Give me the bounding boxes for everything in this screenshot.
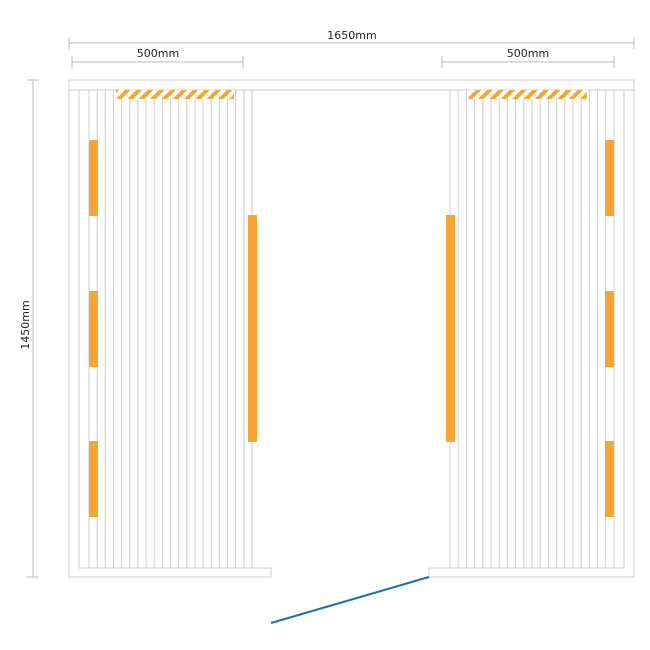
left-bench xyxy=(88,90,253,568)
wall-top xyxy=(68,79,635,91)
backrest-icon xyxy=(469,90,587,99)
door-icon xyxy=(270,576,430,624)
heater-icon xyxy=(89,441,98,517)
dimension-total-width-label: 1650mm xyxy=(327,29,376,42)
dimension-left-bench: 500mm xyxy=(71,47,244,68)
dimension-total-width: 1650mm xyxy=(68,29,635,49)
heater-icon xyxy=(446,215,455,442)
dimension-right-bench-label: 500mm xyxy=(507,47,549,60)
heater-icon xyxy=(605,441,614,517)
dimension-height-label: 1450mm xyxy=(19,300,32,349)
outer-walls xyxy=(68,79,635,578)
heaters xyxy=(89,140,614,517)
backrest-icon xyxy=(116,90,234,99)
heater-icon xyxy=(248,215,257,442)
heater-icon xyxy=(605,291,614,367)
wall-left xyxy=(68,80,272,578)
dimension-right-bench: 500mm xyxy=(441,47,615,68)
right-bench xyxy=(449,90,615,568)
heater-icon xyxy=(89,291,98,367)
dimension-left-bench-label: 500mm xyxy=(137,47,179,60)
heater-icon xyxy=(605,140,614,216)
wall-right xyxy=(428,80,635,578)
heater-icon xyxy=(89,140,98,216)
dimension-height: 1450mm xyxy=(19,79,39,578)
